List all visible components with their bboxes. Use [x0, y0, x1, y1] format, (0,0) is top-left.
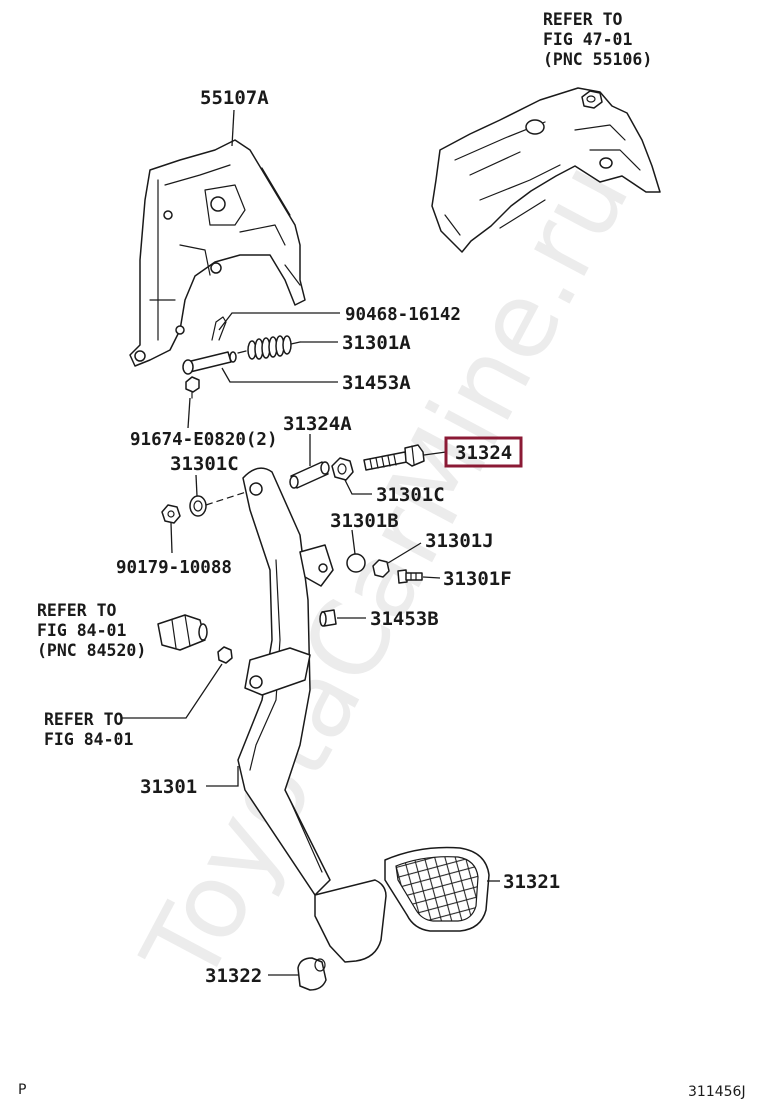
- collar: [289, 461, 330, 489]
- callout-90179-10088[interactable]: 90179-10088: [116, 558, 232, 578]
- bushing-left: [189, 495, 207, 517]
- pedal-pad-base: [314, 879, 387, 963]
- pedal-support-bracket: [129, 139, 306, 367]
- highlight-box: [444, 436, 523, 468]
- refer-note-fig-47-01: REFER TO FIG 47-01 (PNC 55106): [543, 10, 652, 69]
- callout-31321[interactable]: 31321: [503, 871, 560, 893]
- callout-31453A[interactable]: 31453A: [342, 372, 411, 394]
- callout-31324A[interactable]: 31324A: [283, 413, 352, 435]
- pedal-stopper: [297, 957, 327, 991]
- callout-31301C-left[interactable]: 31301C: [170, 453, 239, 475]
- assembly-axis: [205, 491, 247, 506]
- refer-line-2: FIG 84-01: [44, 730, 133, 749]
- callout-31453B[interactable]: 31453B: [370, 608, 439, 630]
- callout-31301B[interactable]: 31301B: [330, 510, 399, 532]
- bolt-31301F: [397, 569, 423, 584]
- refer-line-1: REFER TO: [44, 710, 124, 729]
- refer-line-2: FIG 47-01: [543, 30, 632, 49]
- refer-note-fig-84-01: REFER TO FIG 84-01: [44, 710, 133, 749]
- callout-55107A[interactable]: 55107A: [200, 87, 269, 109]
- pedal-pin: [182, 351, 237, 375]
- support-bracket-reference: [431, 87, 661, 253]
- pedal-cushion: [346, 553, 366, 573]
- callout-31322[interactable]: 31322: [205, 965, 262, 987]
- leader-lines: [122, 109, 500, 976]
- nut-90179: [161, 504, 181, 524]
- refer-line-2: FIG 84-01: [37, 621, 126, 640]
- callout-31301C-right[interactable]: 31301C: [376, 484, 445, 506]
- nut-31301J: [372, 559, 390, 578]
- refer-line-1: REFER TO: [543, 10, 623, 29]
- brake-pedal-arm: [237, 467, 334, 896]
- return-spring: [237, 335, 301, 360]
- callout-31301A[interactable]: 31301A: [342, 332, 411, 354]
- bushing-31453B: [319, 609, 337, 627]
- refer-line-3: (PNC 84520): [37, 641, 146, 660]
- callout-31301J[interactable]: 31301J: [425, 530, 494, 552]
- pedal-bolt: [363, 444, 425, 471]
- callout-91674-E0820[interactable]: 91674-E0820(2): [130, 430, 278, 450]
- callout-90468-16142[interactable]: 90468-16142: [345, 305, 461, 325]
- clip: [211, 316, 227, 341]
- pedal-pad-cover: [384, 846, 490, 932]
- callout-31301F[interactable]: 31301F: [443, 568, 512, 590]
- figure-id: 311456J: [688, 1084, 746, 1100]
- refer-line-3: (PNC 55106): [543, 50, 652, 69]
- bolt-91674: [185, 376, 200, 399]
- callout-31301[interactable]: 31301: [140, 776, 197, 798]
- bushing-right: [331, 457, 354, 481]
- refer-note-fig-84-01-switch: REFER TO FIG 84-01 (PNC 84520): [37, 601, 146, 660]
- callout-31324[interactable]: 31324: [455, 442, 512, 464]
- refer-line-1: REFER TO: [37, 601, 117, 620]
- page-marker: P: [18, 1082, 26, 1098]
- stop-lamp-switch: [157, 614, 233, 664]
- callout-31324-highlighted[interactable]: 31324: [444, 436, 523, 468]
